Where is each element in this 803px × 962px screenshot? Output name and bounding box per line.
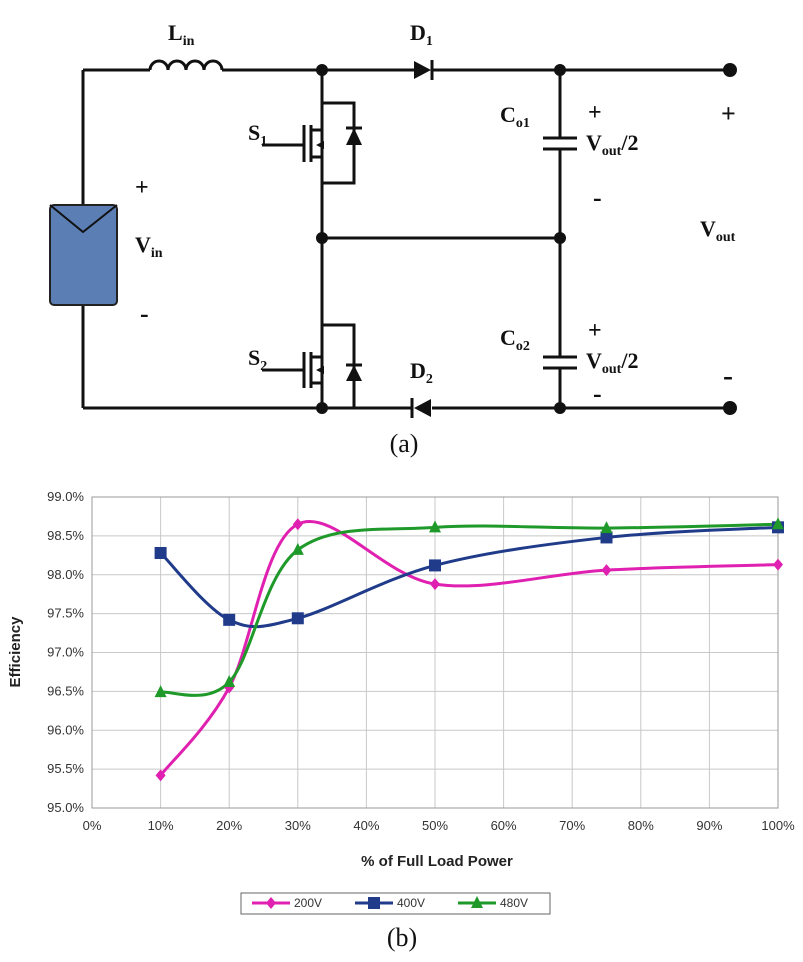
data-point-200V [292, 518, 303, 531]
x-tick-label: 10% [148, 818, 174, 833]
inductor-lin [148, 59, 224, 71]
data-point-400V [223, 613, 236, 626]
y-tick-label: 96.0% [47, 722, 84, 737]
label-s1: S1 [248, 120, 267, 149]
diode-d1 [414, 60, 434, 80]
capacitor-co1 [543, 136, 577, 151]
chart-legend: 200V 400V 480V [240, 892, 551, 915]
capacitor-co2 [543, 355, 577, 370]
label-s2: S2 [248, 345, 267, 374]
pv-panel-icon [49, 204, 118, 306]
efficiency-chart: 95.0% 95.5% 96.0% 96.5% 97.0% 97.5% 98.0% 98.5%… [7, 489, 795, 952]
caption-b: (b) [387, 923, 417, 952]
output-terminals [723, 63, 737, 415]
label-vhalf-top: Vout/2 [586, 130, 638, 159]
label-d2: D2 [410, 358, 433, 387]
diode-d2 [410, 398, 431, 418]
co2-plus: + [588, 318, 602, 344]
x-tick-label: 20% [216, 818, 242, 833]
co1-minus: - [593, 183, 602, 212]
data-point-400V [291, 612, 304, 625]
chart-grid [91, 496, 779, 809]
data-point-200V [430, 578, 440, 591]
legend-label-400V: 400V [397, 896, 425, 910]
y-tick-label: 95.5% [47, 761, 84, 776]
legend-marker-200V [266, 897, 276, 909]
legend-label-480V: 480V [500, 896, 528, 910]
data-point-200V [601, 564, 612, 577]
x-tick-label: 90% [696, 818, 722, 833]
series-line-200V [159, 520, 779, 777]
y-tick-label: 97.5% [47, 606, 84, 621]
x-tick-label: 50% [422, 818, 448, 833]
label-co2: Co2 [500, 325, 530, 354]
vin-minus: - [140, 299, 149, 328]
data-point-480V [772, 517, 784, 530]
data-point-400V [154, 546, 167, 559]
plot-area [91, 496, 779, 809]
x-tick-label: 100% [761, 818, 795, 833]
label-vhalf-bot: Vout/2 [586, 348, 638, 377]
y-tick-label: 99.0% [47, 489, 84, 504]
legend-label-200V: 200V [294, 896, 322, 910]
legend-marker-400V [368, 897, 380, 909]
label-d1: D1 [410, 20, 433, 49]
y-axis-title: Efficiency [7, 616, 24, 688]
vout-minus: - [723, 359, 733, 392]
y-tick-label: 98.5% [47, 528, 84, 543]
data-point-480V [154, 685, 167, 698]
data-point-480V [429, 520, 441, 533]
y-tick-label: 95.0% [47, 800, 84, 815]
data-point-200V [155, 769, 166, 782]
legend-marker-480V [471, 896, 483, 908]
label-co1: Co1 [500, 102, 530, 131]
junction-dots [316, 64, 566, 414]
label-lin: Lin [168, 20, 195, 49]
x-tick-label: 30% [285, 818, 311, 833]
circuit-diagram: Lin D1 D2 S1 S2 Co1 Co2 + Vin - + Vout/2… [49, 20, 737, 458]
co2-minus: - [593, 379, 602, 408]
data-point-480V [223, 675, 236, 688]
x-tick-label: 60% [491, 818, 517, 833]
vout-plus: + [721, 99, 736, 128]
x-tick-label: 80% [628, 818, 654, 833]
x-tick-label: 0% [83, 818, 102, 833]
label-vout: Vout [700, 216, 736, 245]
series-line-480V [160, 522, 779, 697]
x-axis-title: % of Full Load Power [361, 853, 513, 870]
x-tick-label: 40% [353, 818, 379, 833]
data-point-480V [600, 521, 613, 534]
legend-box [240, 892, 551, 915]
x-tick-labels: 0% 10% 20% 30% 40% 50% 60% 70% 80% 90% 100% [83, 818, 795, 833]
y-tick-label: 96.5% [47, 683, 84, 698]
data-point-480V [291, 542, 304, 555]
mosfet-s1 [262, 101, 362, 185]
label-vin: Vin [135, 232, 163, 261]
x-tick-label: 70% [559, 818, 585, 833]
data-point-400V [600, 531, 613, 544]
series-line-400V [159, 525, 779, 629]
series-lines [159, 520, 779, 777]
vin-plus: + [135, 175, 149, 201]
mosfet-s2 [262, 323, 362, 408]
series-markers [154, 517, 784, 782]
data-point-400V [429, 559, 441, 572]
data-point-200V [773, 558, 783, 571]
caption-a: (a) [390, 429, 419, 458]
y-tick-label: 98.0% [47, 567, 84, 582]
co1-plus: + [588, 100, 602, 126]
y-tick-labels: 95.0% 95.5% 96.0% 96.5% 97.0% 97.5% 98.0% 98.5%… [47, 489, 84, 815]
y-tick-label: 97.0% [47, 645, 84, 660]
